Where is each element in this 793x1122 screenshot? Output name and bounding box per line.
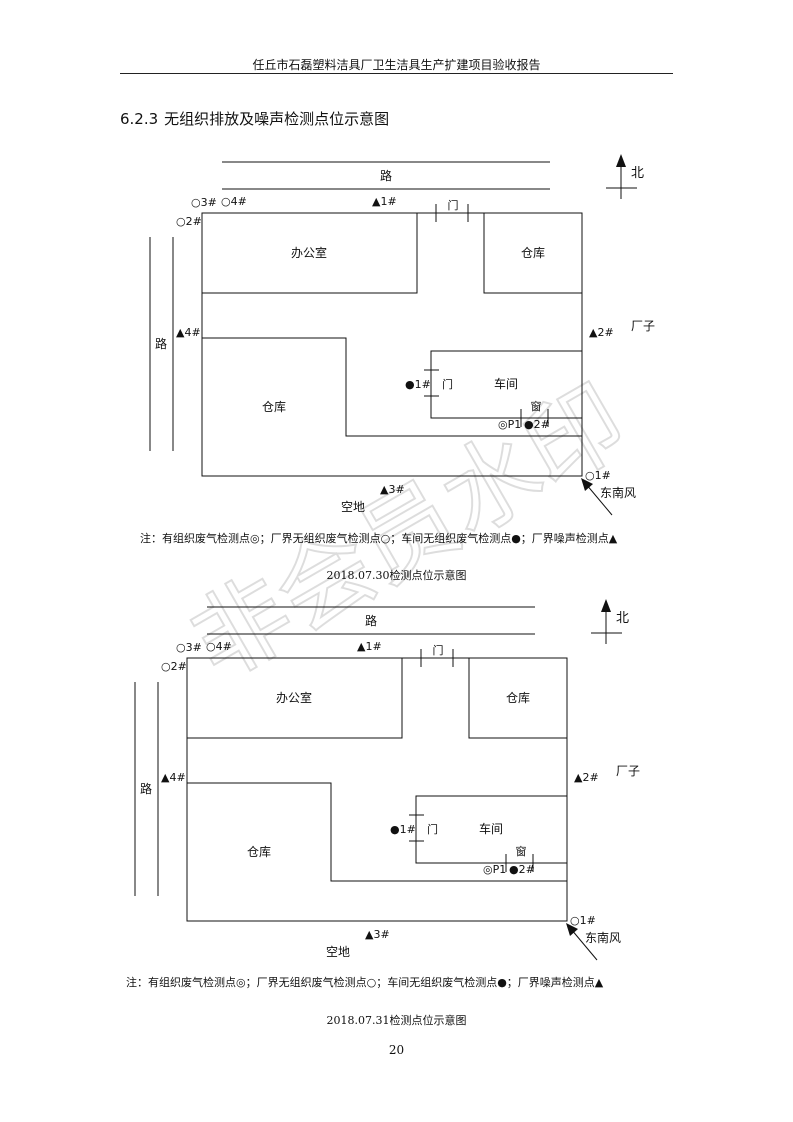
window-label: 窗 — [531, 399, 542, 413]
marker-o2: ○2# — [161, 660, 187, 673]
road-label-left: 路 — [155, 336, 167, 351]
marker-p1: ◎P1 — [483, 863, 506, 876]
warehouse-large-label: 仓库 — [262, 399, 286, 414]
page-number: 20 — [388, 1043, 405, 1057]
marker-n3: ▲3# — [365, 928, 390, 941]
window-label: 窗 — [516, 844, 527, 858]
legend-note: 注：有组织废气检测点◎；厂界无组织废气检测点○；车间无组织废气检测点●；厂界噪声… — [126, 976, 604, 989]
wind-arrow-shaft — [570, 928, 598, 961]
marker-w1: ●1# — [390, 823, 416, 836]
marker-n4: ▲4# — [161, 771, 186, 784]
header-rule — [120, 73, 673, 74]
office-label: 办公室 — [291, 245, 327, 260]
road-label-top: 路 — [365, 613, 377, 628]
road-label-left: 路 — [140, 781, 152, 796]
office-label: 办公室 — [276, 690, 312, 705]
workshop-door-label: 门 — [427, 822, 438, 836]
marker-p1: ◎P1 — [498, 418, 521, 431]
marker-w1: ●1# — [405, 378, 431, 391]
legend-note: 注：有组织废气检测点◎；厂界无组织废气检测点○；车间无组织废气检测点●；厂界噪声… — [140, 532, 618, 545]
factory-label: 厂子 — [631, 319, 655, 333]
marker-n4: ▲4# — [176, 326, 201, 339]
page-header: 任丘市石磊塑料洁具厂卫生洁具生产扩建项目验收报告 — [252, 58, 541, 72]
marker-n2: ▲2# — [574, 771, 599, 784]
office-wall — [187, 658, 403, 739]
gate-label: 门 — [448, 198, 459, 212]
marker-o3: ○3# — [191, 196, 217, 209]
warehouse-large-wall — [202, 337, 582, 437]
warehouse-large-wall — [187, 782, 567, 882]
wind-arrow-head — [566, 923, 578, 936]
warehouse-top-label: 仓库 — [521, 245, 545, 260]
road-label-top: 路 — [380, 168, 392, 183]
workshop-door-label: 门 — [442, 377, 453, 391]
marker-w2: ●2# — [524, 418, 550, 431]
marker-n2: ▲2# — [589, 326, 614, 339]
marker-w2: ●2# — [509, 863, 535, 876]
wind-arrow-shaft — [585, 483, 613, 516]
empty-lot-label: 空地 — [341, 500, 365, 514]
warehouse-top-wall — [483, 213, 582, 294]
gate-label: 门 — [433, 643, 444, 657]
north-label: 北 — [616, 611, 629, 626]
north-arrow-head — [601, 599, 611, 612]
marker-o4: ○4# — [221, 195, 247, 208]
diagram-caption: 2018.07.31检测点位示意图 — [326, 1014, 467, 1027]
diagram-2018-07-30: 路 路 北 门 办公室 仓库 仓库 车间 门 窗 厂子 空地 东南风 ○3# ○… — [0, 145, 793, 545]
marker-n1: ▲1# — [357, 640, 382, 653]
marker-o1: ○1# — [570, 914, 596, 927]
section-title-text: 无组织排放及噪声检测点位示意图 — [164, 110, 390, 128]
site-boundary — [201, 212, 583, 477]
marker-o2: ○2# — [176, 215, 202, 228]
marker-o4: ○4# — [206, 640, 232, 653]
warehouse-large-label: 仓库 — [247, 844, 271, 859]
monitoring-site-map: 路 路 北 门 办公室 仓库 仓库 车间 门 窗 厂子 空地 东南风 ○3# ○… — [134, 599, 640, 961]
wind-arrow-head — [581, 478, 593, 491]
monitoring-site-map: 路 路 北 门 办公室 仓库 仓库 车间 门 窗 厂子 空地 东南风 ○3# ○… — [149, 154, 655, 516]
workshop-label: 车间 — [494, 376, 518, 391]
section-number: 6.2.3 — [120, 110, 159, 128]
warehouse-top-wall — [468, 658, 567, 739]
marker-n1: ▲1# — [372, 195, 397, 208]
warehouse-top-label: 仓库 — [506, 690, 530, 705]
workshop-label: 车间 — [479, 821, 503, 836]
workshop-wall — [430, 350, 582, 419]
factory-label: 厂子 — [616, 764, 640, 778]
wind-label: 东南风 — [600, 485, 636, 500]
workshop-wall — [415, 795, 567, 864]
wind-label: 东南风 — [585, 930, 621, 945]
marker-n3: ▲3# — [380, 483, 405, 496]
site-boundary — [186, 657, 568, 922]
diagram-caption: 2018.07.30检测点位示意图 — [326, 569, 467, 582]
north-arrow-head — [616, 154, 626, 167]
empty-lot-label: 空地 — [326, 945, 350, 959]
office-wall — [202, 213, 418, 294]
marker-o1: ○1# — [585, 469, 611, 482]
north-label: 北 — [631, 166, 644, 181]
diagram-2018-07-31: 路 路 北 门 办公室 仓库 仓库 车间 门 窗 厂子 空地 东南风 ○3# ○… — [0, 590, 793, 990]
marker-o3: ○3# — [176, 641, 202, 654]
section-title: 6.2.3 无组织排放及噪声检测点位示意图 — [120, 108, 389, 129]
